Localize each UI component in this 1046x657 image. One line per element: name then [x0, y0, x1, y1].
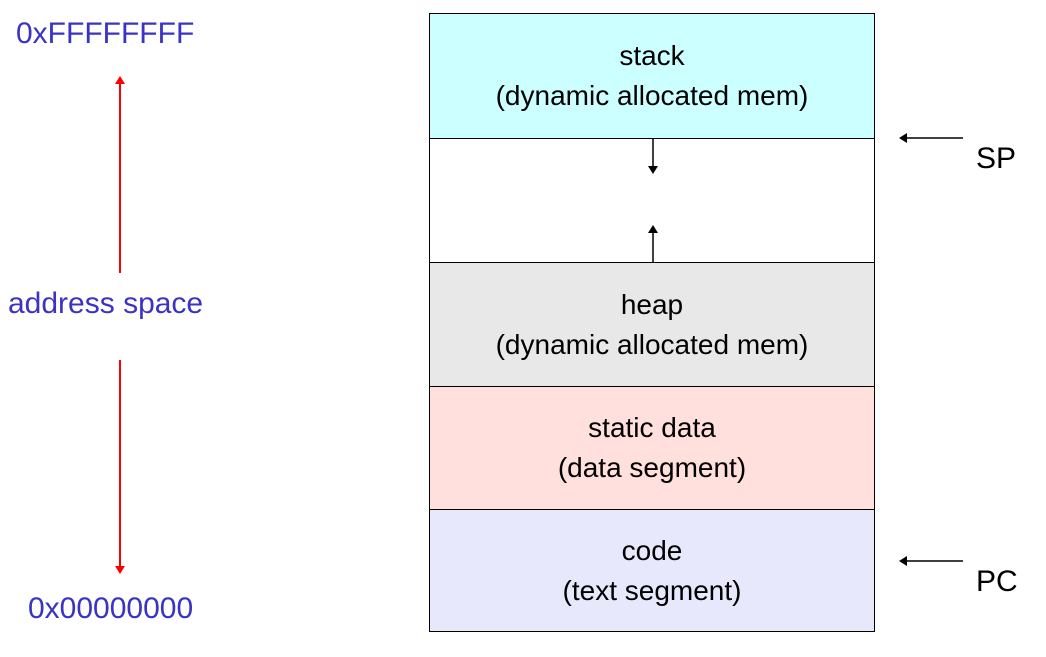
- static-data-segment-subtitle: (data segment): [557, 452, 747, 483]
- static-data-segment-title: static data: [588, 412, 716, 443]
- static-data-segment: static data (data segment): [429, 386, 875, 509]
- code-segment: code (text segment): [429, 509, 875, 632]
- code-segment-title: code: [621, 534, 683, 566]
- free-space-segment: [429, 138, 875, 262]
- heap-segment-title: heap: [620, 288, 684, 320]
- program-counter-label: PC: [976, 565, 1018, 598]
- heap-segment-subtitle: (dynamic allocated mem): [495, 328, 809, 360]
- stack-segment-title: stack: [619, 40, 685, 71]
- stack-pointer-label: SP: [976, 142, 1017, 175]
- top-address-label: 0xFFFFFFFF: [16, 17, 195, 50]
- stack-segment: stack (dynamic allocated mem): [429, 13, 875, 138]
- code-segment-subtitle: (text segment): [562, 574, 742, 606]
- address-space-label: address space: [8, 287, 204, 320]
- stack-segment-subtitle: (dynamic allocated mem): [495, 80, 809, 111]
- bottom-address-label: 0x00000000: [28, 592, 194, 625]
- heap-segment: heap (dynamic allocated mem): [429, 262, 875, 386]
